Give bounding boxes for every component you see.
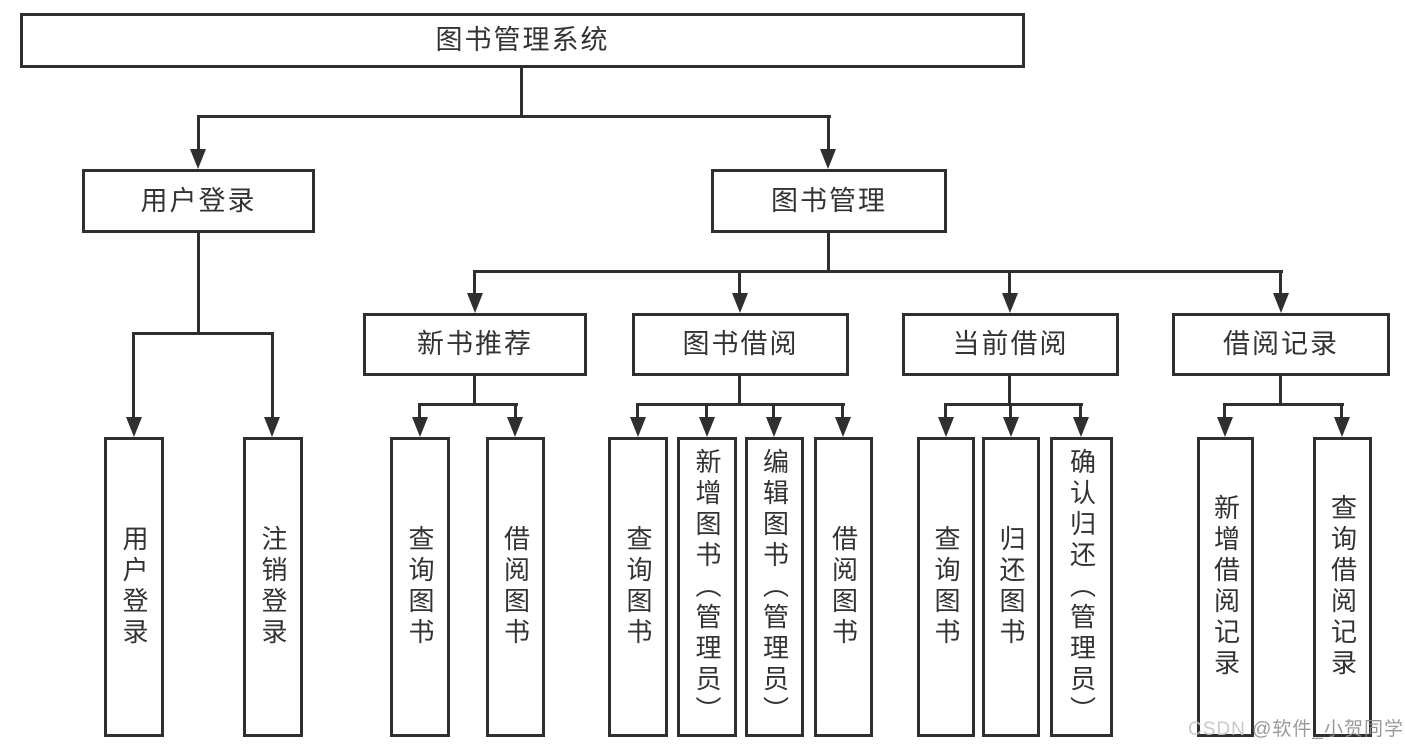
- connector-line: [827, 231, 830, 273]
- arrowhead-down-icon: [412, 417, 428, 437]
- connector-line: [841, 403, 844, 418]
- node-leaf-logout: 注销登录: [243, 437, 303, 737]
- arrowhead-down-icon: [835, 417, 851, 437]
- node-leaf-edit-book-admin: 编辑图书（管理员）: [745, 437, 804, 737]
- connector-line: [738, 374, 741, 405]
- node-root-library-system: 图书管理系统: [20, 13, 1025, 68]
- connector-line: [705, 403, 708, 418]
- arrowhead-down-icon: [938, 417, 954, 437]
- arrowhead-down-icon: [507, 417, 523, 437]
- node-label: 用户登录: [119, 525, 149, 649]
- node-leaf-user-login: 用户登录: [104, 437, 164, 737]
- connector-line: [1009, 403, 1012, 418]
- connector-line: [636, 403, 639, 418]
- node-label: 当前借阅: [952, 329, 1069, 359]
- connector-line: [1223, 403, 1344, 406]
- arrowhead-down-icon: [1334, 417, 1350, 437]
- connector-line: [418, 403, 518, 406]
- connector-line: [827, 115, 830, 150]
- watermark-author: @软件_小贺同学: [1252, 719, 1404, 740]
- arrowhead-down-icon: [699, 417, 715, 437]
- node-label: 借阅记录: [1223, 329, 1339, 359]
- connector-line: [271, 332, 274, 418]
- node-label: 查询图书: [931, 525, 961, 649]
- node-label: 新书推荐: [417, 329, 533, 359]
- node-leaf-query-books-current: 查询图书: [917, 437, 975, 737]
- connector-line: [514, 403, 517, 418]
- arrowhead-down-icon: [1002, 293, 1018, 313]
- connector-line: [1279, 270, 1282, 294]
- connector-line: [520, 66, 523, 118]
- node-label: 新增图书（管理员）: [692, 447, 722, 727]
- arrowhead-down-icon: [820, 149, 836, 169]
- arrowhead-down-icon: [1273, 293, 1289, 313]
- connector-line: [1008, 270, 1011, 294]
- node-book-borrowing: 图书借阅: [632, 313, 849, 376]
- node-user-login-group: 用户登录: [82, 169, 315, 233]
- arrowhead-down-icon: [264, 417, 280, 437]
- connector-line: [473, 270, 476, 294]
- node-label: 编辑图书（管理员）: [759, 447, 790, 727]
- arrowhead-down-icon: [1003, 417, 1019, 437]
- node-label: 查询图书: [405, 525, 435, 649]
- node-label: 注销登录: [258, 525, 288, 649]
- node-leaf-add-borrow-record: 新增借阅记录: [1197, 437, 1254, 737]
- node-leaf-query-books-borrow: 查询图书: [608, 437, 668, 737]
- connector-line: [197, 115, 200, 150]
- arrowhead-down-icon: [1073, 417, 1089, 437]
- connector-line: [1079, 403, 1082, 418]
- csdn-watermark: CSDN @软件_小贺同学: [1188, 714, 1404, 741]
- arrowhead-down-icon: [766, 417, 782, 437]
- arrowhead-down-icon: [630, 417, 646, 437]
- node-label: 确认归还（管理员）: [1066, 447, 1097, 727]
- node-new-book-recommend: 新书推荐: [363, 313, 587, 376]
- node-label: 归还图书: [996, 525, 1026, 649]
- connector-line: [132, 332, 274, 335]
- connector-line: [197, 231, 200, 334]
- connector-line: [944, 403, 947, 418]
- node-label: 用户登录: [140, 185, 257, 216]
- node-leaf-add-book-admin: 新增图书（管理员）: [677, 437, 737, 737]
- connector-line: [944, 403, 1083, 406]
- connector-line: [1223, 403, 1226, 418]
- arrowhead-down-icon: [467, 293, 483, 313]
- connector-line: [473, 270, 1283, 273]
- connector-line: [738, 270, 741, 294]
- connector-line: [197, 115, 831, 118]
- arrowhead-down-icon: [732, 293, 748, 313]
- node-label: 新增借阅记录: [1210, 494, 1241, 680]
- connector-line: [132, 332, 135, 418]
- node-label: 借阅图书: [500, 525, 531, 649]
- node-borrowing-records: 借阅记录: [1172, 313, 1390, 376]
- connector-line: [636, 403, 845, 406]
- node-label: 图书管理: [771, 185, 887, 216]
- node-label: 图书借阅: [682, 329, 799, 359]
- node-leaf-confirm-return-admin: 确认归还（管理员）: [1050, 437, 1113, 737]
- connector-line: [1008, 374, 1011, 405]
- node-book-management: 图书管理: [711, 169, 947, 233]
- node-leaf-return-books: 归还图书: [982, 437, 1040, 737]
- node-leaf-query-borrow-record: 查询借阅记录: [1313, 437, 1372, 737]
- node-label: 查询借阅记录: [1327, 494, 1358, 680]
- watermark-brand: CSDN: [1188, 719, 1253, 740]
- node-current-borrowing: 当前借阅: [902, 313, 1119, 376]
- arrowhead-down-icon: [126, 417, 142, 437]
- node-leaf-borrow-books-borrow: 借阅图书: [814, 437, 873, 737]
- connector-line: [1340, 403, 1343, 418]
- node-leaf-borrow-books-recommend: 借阅图书: [486, 437, 545, 737]
- node-label: 借阅图书: [828, 525, 859, 649]
- connector-line: [1279, 374, 1282, 405]
- node-label: 查询图书: [623, 525, 653, 649]
- node-label: 图书管理系统: [435, 25, 610, 55]
- node-leaf-query-books-recommend: 查询图书: [390, 437, 450, 737]
- connector-line: [473, 374, 476, 405]
- connector-line: [772, 403, 775, 418]
- arrowhead-down-icon: [190, 149, 206, 169]
- arrowhead-down-icon: [1217, 417, 1233, 437]
- connector-line: [418, 403, 421, 418]
